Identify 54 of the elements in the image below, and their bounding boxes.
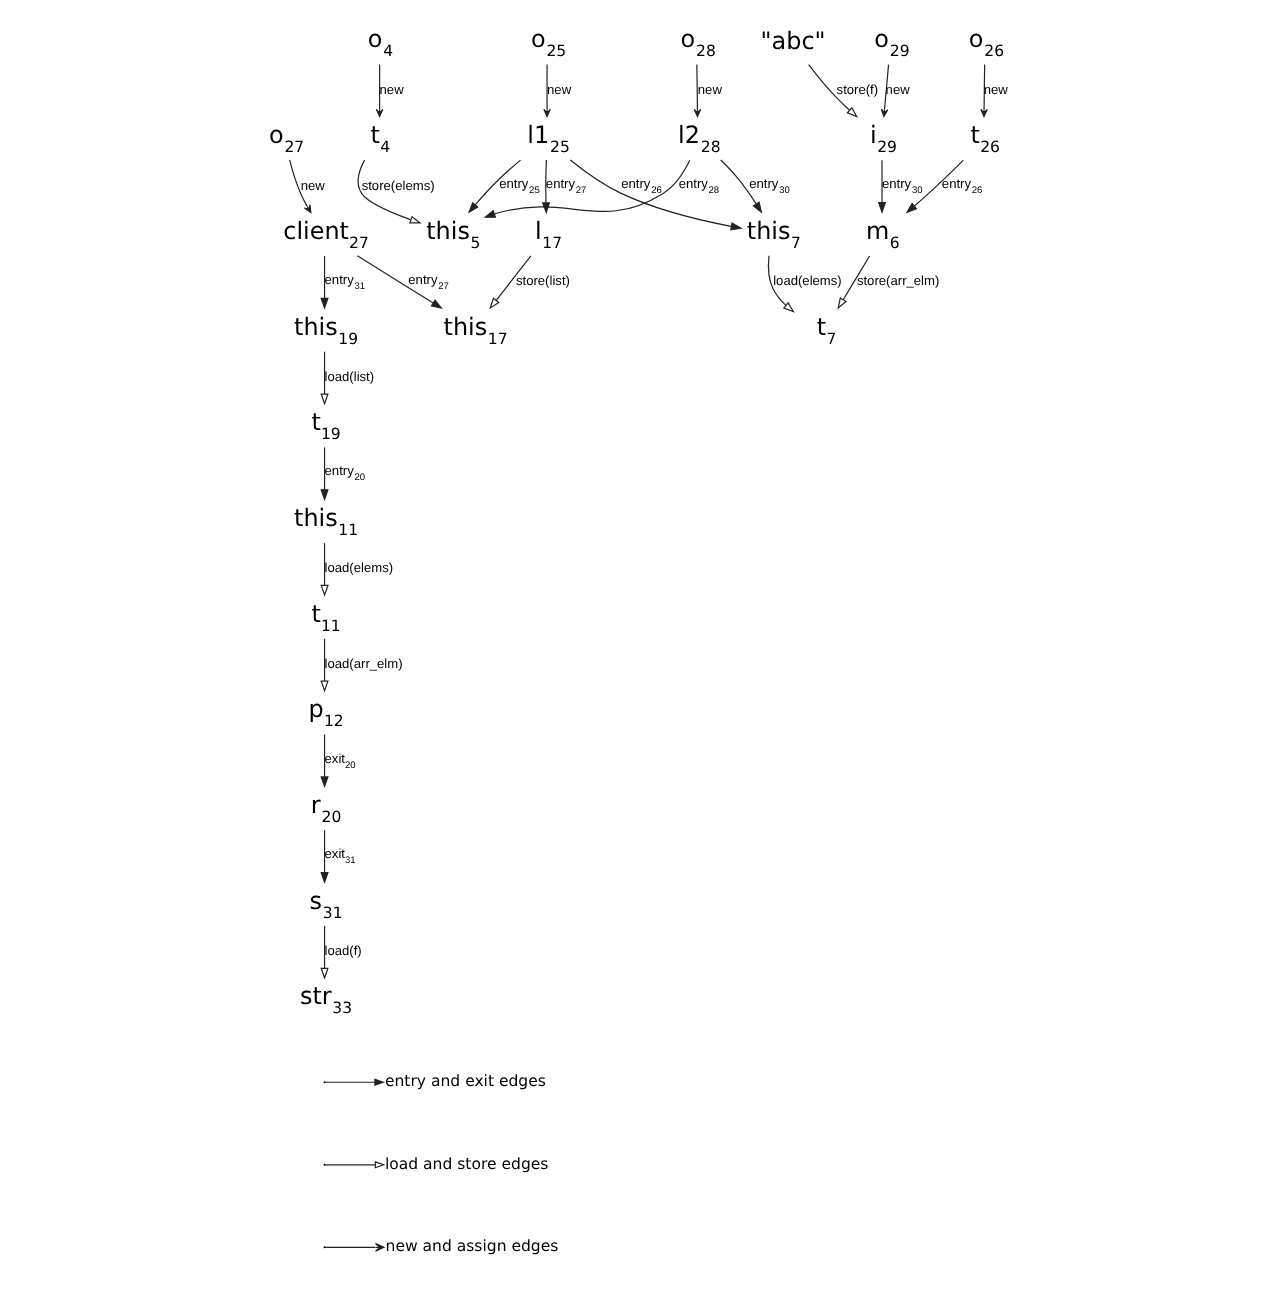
arrow (541, 159, 551, 215)
arrow (720, 159, 763, 214)
node-text: this$_{19}$ (294, 312, 359, 348)
arrow (980, 63, 988, 118)
arrow (357, 159, 422, 224)
arrow (543, 63, 551, 118)
node-text: this$_{5}$ (426, 216, 481, 252)
node-text: m$_{6}$ (865, 216, 900, 252)
arrow (375, 63, 384, 118)
node-text: o$_{26}$ (968, 25, 1005, 61)
arrow (489, 255, 532, 310)
arrow (467, 159, 522, 214)
node-text: o$_{4}$ (367, 25, 394, 61)
arrow (289, 159, 312, 214)
node-text: t$_{4}$ (370, 121, 391, 157)
arrow (356, 255, 443, 310)
node-text: this$_{7}$ (746, 216, 802, 252)
node-text: this$_{11}$ (294, 503, 359, 539)
node-text: t$_{11}$ (311, 599, 341, 635)
arrow (808, 63, 859, 118)
node-text: "abc" (760, 26, 826, 55)
arrow (880, 63, 890, 118)
node-text: t$_{19}$ (311, 408, 341, 444)
arrow (320, 446, 329, 502)
arrow (905, 159, 964, 214)
arrow (320, 925, 329, 980)
node-text: o$_{29}$ (874, 25, 910, 61)
node-text: client$_{27}$ (283, 216, 369, 252)
arrow (877, 159, 887, 215)
arrow (320, 542, 329, 597)
arrow (483, 159, 691, 218)
arrow (320, 733, 329, 789)
node-text: l1$_{25}$ (527, 121, 570, 157)
arrow (693, 63, 702, 118)
node-text: this$_{17}$ (443, 312, 508, 348)
node-text: o$_{27}$ (268, 121, 305, 157)
node-text: str$_{33}$ (300, 982, 353, 1018)
arrow (837, 255, 871, 310)
arrow (569, 159, 743, 231)
node-text: l$_{17}$ (535, 216, 563, 252)
node-text: r$_{20}$ (310, 791, 342, 827)
arrow (320, 255, 329, 310)
arrow (320, 351, 329, 406)
node-text: l2$_{28}$ (678, 121, 721, 157)
node-text: p$_{12}$ (308, 695, 344, 731)
arrow (320, 829, 329, 884)
arrow (320, 638, 329, 693)
node-text: t$_{7}$ (816, 312, 837, 348)
node-text: t$_{26}$ (970, 121, 1000, 157)
node-text: i$_{29}$ (870, 121, 898, 157)
node-text: s$_{31}$ (309, 886, 343, 922)
arrow (767, 255, 795, 313)
node-text: o$_{25}$ (530, 25, 567, 61)
node-text: o$_{28}$ (680, 25, 716, 61)
